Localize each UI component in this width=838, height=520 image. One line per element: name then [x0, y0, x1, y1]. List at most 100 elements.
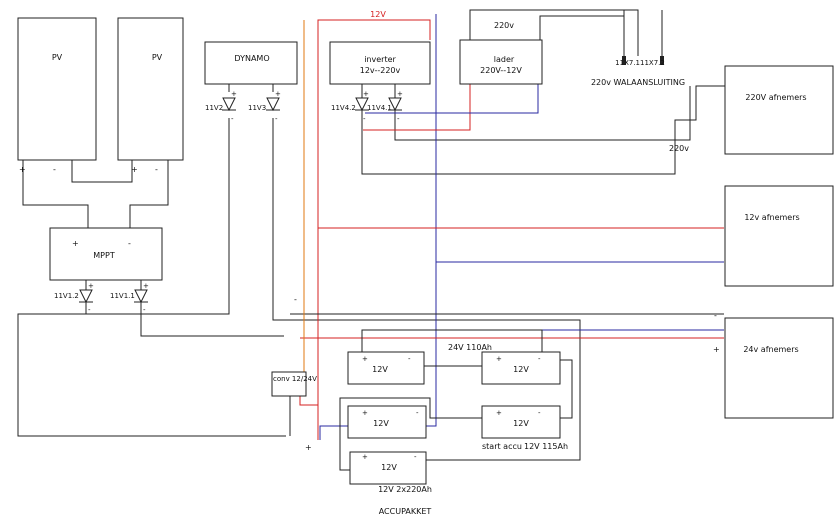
pv-panel-2-label: PV [152, 53, 163, 62]
shore-plug [622, 10, 664, 65]
wire-dynamo-d1-down [86, 118, 230, 315]
converter-plus: + [305, 443, 312, 452]
top-12v-label: 12V [370, 10, 386, 19]
charger-220v-label: 220v [494, 21, 514, 30]
dynamo-label: DYNAMO [234, 54, 269, 63]
wire-dynamo-d2-down [272, 118, 581, 461]
dynamo-diode-1-label: 11V2 [205, 104, 223, 112]
wire-pv1-plus [22, 160, 89, 228]
mppt-diode-2-plus: + [143, 282, 149, 290]
battery-4-label: 12V [513, 419, 529, 428]
converter-minus: - [294, 295, 297, 304]
start-battery-label: start accu [482, 442, 522, 451]
battery-1-minus: - [408, 355, 411, 363]
mppt-diode-1-minus: - [88, 306, 91, 314]
mppt-diode-2-label: 11V1.1 [110, 292, 135, 300]
dynamo-diode-1-minus: - [231, 115, 234, 123]
dynamo-diode-1-plus: + [231, 90, 237, 98]
wire-inv-d1 [361, 84, 725, 175]
dynamo-diode-2-minus: - [275, 115, 278, 123]
battery-1: 12V + - [347, 351, 425, 385]
inverter: inverter 12v--220v [329, 41, 431, 85]
wire-top-12v [317, 19, 431, 440]
consumers-220v-label: 220V afnemers [745, 93, 806, 102]
battery-2-plus: + [496, 355, 502, 363]
pv1-plus-sign: + [19, 165, 26, 174]
wire-conv-red [299, 396, 318, 406]
battery-5-label: 12V [381, 463, 397, 472]
mppt-minus-sign: - [128, 239, 131, 248]
converter: conv 12/24V [271, 371, 317, 397]
mppt-diode-2: 11V1.1 + - [110, 282, 149, 314]
bank-12v-label: 12V 2x220Ah [378, 485, 432, 494]
mppt: MPPT + - [49, 227, 163, 281]
battery-2-minus: - [538, 355, 541, 363]
mppt-plus-sign: + [72, 239, 79, 248]
battery-1-label: 12V [372, 365, 388, 374]
pv2-plus-sign: + [131, 165, 138, 174]
battery-5-plus: + [362, 453, 368, 461]
consumers-24v-label: 24v afnemers [743, 345, 798, 354]
battery-3: 12V + - [347, 405, 427, 439]
inverter-diode-1-label: 11V4.2 [331, 104, 356, 112]
battery-1-plus: + [362, 355, 368, 363]
inverter-diode-2-minus: - [397, 115, 400, 123]
battery-4-minus: - [538, 409, 541, 417]
dynamo: DYNAMO [204, 41, 298, 85]
pv-panel-2: PV [117, 17, 184, 161]
ac-220v-mid-label: 220v [669, 144, 689, 153]
consumers-12v: 12v afnemers [724, 185, 834, 287]
inverter-diode-1: 11V4.2 + - [331, 90, 369, 123]
wires [17, 9, 725, 471]
wire-charger-blue [365, 84, 539, 114]
battery-3-label: 12V [373, 419, 389, 428]
inverter-sublabel: 12v--220v [360, 66, 401, 75]
battery-5: 12V + - [349, 451, 427, 485]
pv1-minus-sign: - [53, 165, 56, 174]
consumers-24v-plus: + [713, 345, 720, 354]
wire-pv2-minus [129, 160, 169, 228]
inverter-label: inverter [364, 55, 396, 64]
inverter-diode-2-plus: + [397, 90, 403, 98]
inverter-diode-1-minus: - [363, 115, 366, 123]
wire-bat-12v-pair [339, 438, 350, 471]
dynamo-diode-1: 11V2 + - [205, 90, 237, 123]
mppt-diode-1-plus: + [88, 282, 94, 290]
mppt-diode-1-label: 11V1.2 [54, 292, 79, 300]
pv2-minus-sign: - [155, 165, 158, 174]
battery-3-plus: + [362, 409, 368, 417]
wire-pv1-minus [71, 160, 133, 183]
dynamo-diode-2-label: 11V3 [248, 104, 266, 112]
wire-charger-red [363, 84, 471, 131]
mppt-diode-2-minus: - [143, 306, 146, 314]
pv-panel-1-label: PV [52, 53, 63, 62]
charger-sublabel: 220V--12V [480, 66, 522, 75]
wire-mppt-d1 [17, 280, 286, 437]
inverter-diode-1-plus: + [363, 90, 369, 98]
charger-label: lader [494, 55, 515, 64]
battery-pack: 24V 110Ah 12V + - 12V + - 12V + - 12V + … [347, 343, 568, 516]
consumers-12v-label: 12v afnemers [744, 213, 799, 222]
battery-4-plus: + [496, 409, 502, 417]
start-battery-spec: 12V 115Ah [524, 442, 568, 451]
battery-5-minus: - [414, 453, 417, 461]
battery-2: 12V + - [481, 351, 561, 385]
wire-bat-24v-plus [361, 329, 543, 352]
bank-24v-label: 24V 110Ah [448, 343, 492, 352]
consumers-220v: 220V afnemers [724, 65, 834, 155]
mppt-diode-1: 11V1.2 + - [54, 282, 94, 314]
pv-panel-1: PV [17, 17, 97, 161]
consumers-24v: 24v afnemers [724, 317, 834, 419]
converter-label: conv 12/24V [273, 375, 317, 383]
charger: lader 220V--12V [459, 39, 543, 85]
plug-id-label: 11X7.111X7.2 [615, 59, 665, 67]
dynamo-diode-2-plus: + [275, 90, 281, 98]
battery-3-minus: - [416, 409, 419, 417]
battery-2-label: 12V [513, 365, 529, 374]
inverter-diode-2-label: 11V4.1 [367, 104, 392, 112]
wire-inv-d2 [394, 84, 691, 141]
wire-shore-b [539, 15, 625, 56]
wire-bat-12v-frame [339, 397, 482, 438]
